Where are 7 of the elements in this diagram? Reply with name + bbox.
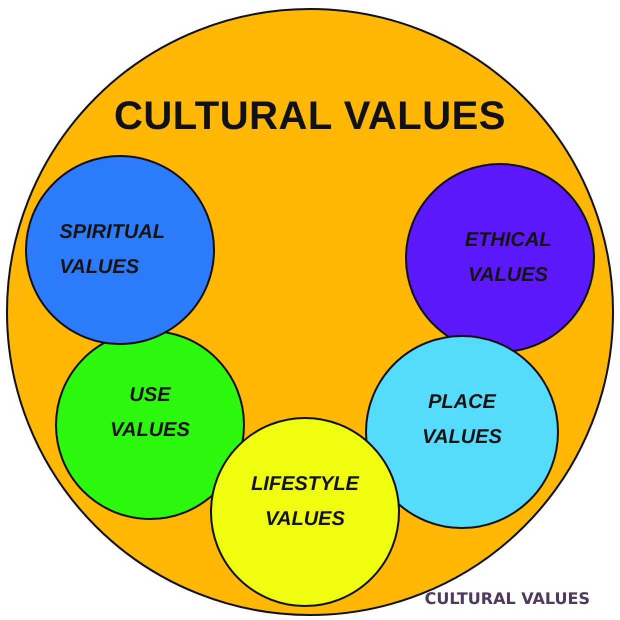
circle-label: ETHICAL VALUES (464, 228, 552, 288)
caption-text: CULTURAL VALUES (424, 589, 590, 608)
circle-label: LIFESTYLE VALUES (251, 472, 359, 532)
circle-label: PLACE VALUES (422, 390, 502, 450)
circle-label: SPIRITUAL VALUES (59, 220, 165, 280)
diagram-heading: CULTURAL VALUES (114, 94, 506, 138)
circle-label: USE VALUES (110, 383, 190, 443)
